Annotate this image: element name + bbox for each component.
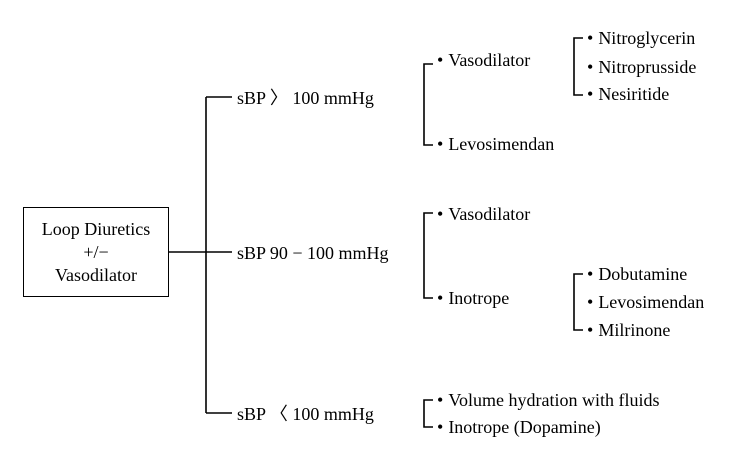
drug-dobutamine: Dobutamine [587,264,687,284]
option-levosimendan: Levosimendan [437,134,554,154]
condition-high-bp: sBP 〉 100 mmHg [237,88,374,108]
drug-nesiritide: Nesiritide [587,84,669,104]
drug-levosimendan: Levosimendan [587,292,704,312]
option-vasodilator: Vasodilator [437,50,530,70]
root-line-1: Loop Diuretics [41,218,151,239]
drug-nitroglycerin: Nitroglycerin [587,28,695,48]
option-volume-hydration: Volume hydration with fluids [437,390,659,410]
root-line-3: Vasodilator [55,264,137,285]
drug-milrinone: Milrinone [587,320,670,340]
root-box: Loop Diuretics +/− Vasodilator [23,207,169,297]
option-inotrope-dopamine: Inotrope (Dopamine) [437,417,600,437]
option-vasodilator: Vasodilator [437,204,530,224]
condition-mid-bp: sBP 90 − 100 mmHg [237,243,389,263]
root-line-2: +/− [83,241,109,262]
option-inotrope: Inotrope [437,288,509,308]
condition-low-bp: sBP 〈 100 mmHg [237,404,374,424]
drug-nitroprusside: Nitroprusside [587,57,696,77]
